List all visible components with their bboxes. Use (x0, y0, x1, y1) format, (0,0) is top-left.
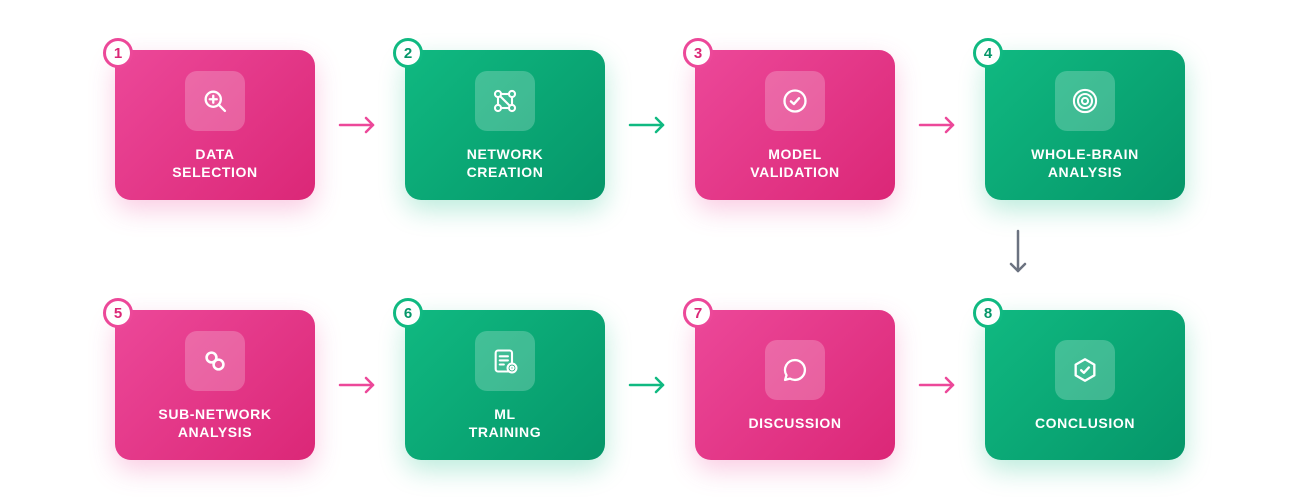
network-icon (475, 71, 535, 131)
arrow-right-icon (628, 376, 665, 394)
chat-bubble-icon (765, 340, 825, 400)
arrow-right-icon (338, 376, 375, 394)
step-number-badge: 8 (973, 298, 1003, 328)
step-number-badge: 6 (393, 298, 423, 328)
hexagon-check-icon (1055, 340, 1115, 400)
document-settings-icon (475, 331, 535, 391)
link-icon (185, 331, 245, 391)
step-number-badge: 7 (683, 298, 713, 328)
step-card-8: 8 CONCLUSION (973, 298, 1185, 460)
target-icon (1055, 71, 1115, 131)
step-number-badge: 4 (973, 38, 1003, 68)
arrow-right-icon (918, 376, 955, 394)
zoom-in-icon (185, 71, 245, 131)
step-number-badge: 2 (393, 38, 423, 68)
check-circle-icon (765, 71, 825, 131)
step-number-badge: 3 (683, 38, 713, 68)
step-number-badge: 1 (103, 38, 133, 68)
arrow-right-icon (918, 116, 955, 134)
step-label: DISCUSSION (748, 415, 842, 431)
step-number-badge: 5 (103, 298, 133, 328)
arrow-right-icon (628, 116, 665, 134)
step-card-7: 7 DISCUSSION (683, 298, 895, 460)
step-label: CONCLUSION (1034, 415, 1136, 431)
arrow-down-icon (1009, 229, 1027, 273)
arrow-right-icon (338, 116, 375, 134)
